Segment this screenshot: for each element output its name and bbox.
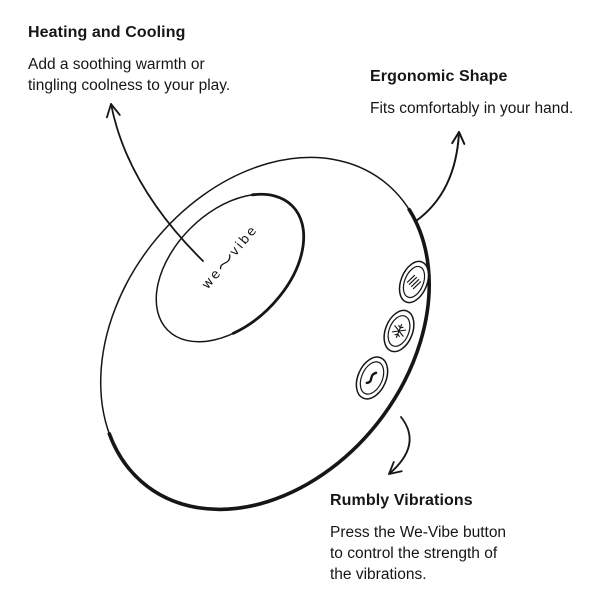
vibration-button-rim bbox=[398, 260, 430, 304]
warming-button bbox=[355, 356, 389, 400]
callout-heating-line-1: Add a soothing warmth or bbox=[28, 56, 205, 73]
callout-ergonomic-shape: Ergonomic Shape Fits comfortably in your… bbox=[370, 66, 573, 119]
callout-heating-line-2: tingling coolness to your play. bbox=[28, 77, 231, 94]
device-buttons bbox=[355, 260, 430, 400]
callout-rumbly-description: Press the We-Vibe button to control the … bbox=[330, 522, 506, 585]
vibration-button-face bbox=[402, 265, 426, 299]
ergonomic-arrowhead-icon bbox=[451, 131, 466, 145]
rumbly-arrowhead-icon bbox=[388, 461, 403, 475]
heating-arrow-curve bbox=[110, 103, 204, 262]
callout-rumbly-line-3: the vibrations. bbox=[330, 566, 427, 583]
callout-ergonomic-description: Fits comfortably in your hand. bbox=[370, 98, 573, 119]
ergonomic-arrow bbox=[415, 131, 466, 222]
cooling-button-face bbox=[387, 315, 411, 347]
logo-wave-icon bbox=[219, 254, 231, 270]
callout-rumbly-line-1: Press the We-Vibe button bbox=[330, 524, 507, 541]
ergonomic-arrow-curve bbox=[415, 131, 460, 222]
callout-arrows bbox=[106, 103, 466, 475]
callout-ergonomic-line-1: Fits comfortably in your hand. bbox=[370, 100, 574, 117]
vibration-lines-icon bbox=[406, 274, 422, 290]
callout-ergonomic-title: Ergonomic Shape bbox=[370, 68, 508, 85]
heat-wave-icon bbox=[365, 371, 378, 385]
callout-rumbly-vibrations: Rumbly Vibrations Press the We-Vibe butt… bbox=[330, 490, 506, 585]
device-face-shaded-edge bbox=[231, 192, 306, 335]
heating-arrowhead-icon bbox=[106, 103, 121, 119]
heating-arrow bbox=[106, 103, 204, 262]
device-top-face bbox=[155, 192, 306, 343]
vibration-button bbox=[398, 260, 430, 304]
rumbly-arrow bbox=[388, 416, 411, 475]
callout-rumbly-title: Rumbly Vibrations bbox=[330, 492, 473, 509]
cooling-button bbox=[383, 309, 415, 353]
callout-heating-description: Add a soothing warmth or tingling coolne… bbox=[28, 54, 230, 96]
device-body-shaded-edge bbox=[107, 207, 431, 512]
rumbly-arrow-curve bbox=[388, 416, 411, 475]
callout-rumbly-line-2: to control the strength of bbox=[330, 545, 498, 562]
warming-button-face bbox=[359, 361, 385, 395]
callout-heating-title: Heating and Cooling bbox=[28, 24, 186, 41]
callout-heating-and-cooling: Heating and Cooling Add a soothing warmt… bbox=[28, 22, 230, 96]
snowflake-icon bbox=[391, 323, 407, 339]
